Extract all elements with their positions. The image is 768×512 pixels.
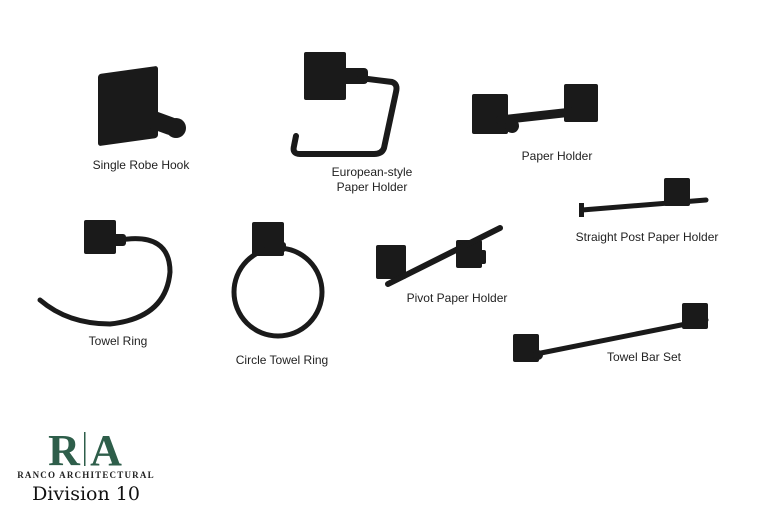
product-pivot-paper-holder: Pivot Paper Holder <box>376 225 508 305</box>
robe-hook-image <box>98 66 186 146</box>
logo-division: Division 10 <box>32 483 140 505</box>
product-towel-bar-set: Towel Bar Set <box>513 303 709 364</box>
logo-letter-r: R <box>48 426 81 475</box>
logo-letter-a: A <box>90 426 122 475</box>
towel-bar-image <box>513 303 709 362</box>
product-single-robe-hook: Single Robe Hook <box>93 66 191 172</box>
straight-post-image <box>579 178 709 217</box>
product-label: Straight Post Paper Holder <box>576 230 719 244</box>
product-label: Towel Bar Set <box>607 350 682 364</box>
paper-holder-image <box>472 84 598 134</box>
towel-ring-image <box>37 220 173 327</box>
product-straight-post-paper-holder: Straight Post Paper Holder <box>576 178 719 244</box>
product-label: Circle Towel Ring <box>236 353 328 367</box>
product-european-paper-holder: European-style Paper Holder <box>290 52 413 194</box>
logo-divider <box>84 432 86 466</box>
product-label-line2: Paper Holder <box>337 180 408 194</box>
logo-company-name: RANCO ARCHITECTURAL <box>17 470 155 480</box>
product-label: Pivot Paper Holder <box>407 291 508 305</box>
product-towel-ring: Towel Ring <box>37 220 173 348</box>
product-label-line1: European-style <box>332 165 413 179</box>
european-paper-holder-image <box>290 52 400 157</box>
pivot-paper-holder-image <box>376 225 503 287</box>
product-circle-towel-ring: Circle Towel Ring <box>231 222 328 367</box>
product-label: Towel Ring <box>89 334 148 348</box>
product-label: Single Robe Hook <box>93 158 191 172</box>
circle-towel-ring-image <box>231 222 325 339</box>
product-label: Paper Holder <box>522 149 593 163</box>
product-paper-holder: Paper Holder <box>472 84 598 163</box>
ranco-architectural-logo: R A RANCO ARCHITECTURAL Division 10 <box>17 426 155 505</box>
